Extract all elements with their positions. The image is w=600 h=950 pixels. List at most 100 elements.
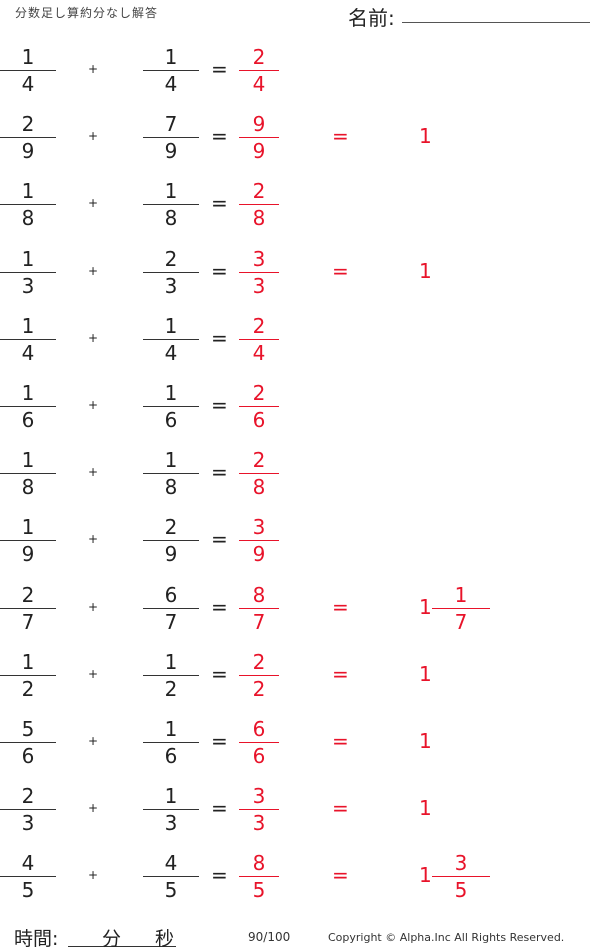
fraction-bar [0,540,56,542]
denominator: 8 [252,206,266,231]
denominator: 7 [252,609,266,634]
denominator: 9 [21,139,35,164]
numerator: 1 [21,45,35,69]
numerator: 6 [164,582,178,607]
whole-number: 1 [419,863,432,888]
problem-row: 2 3+ 1 3= 3 3= 1 [0,785,600,876]
numerator: 1 [454,582,468,607]
problem-row: 1 4+ 1 4= 2 4 [0,46,600,137]
problem-row: 1 3+ 2 3= 3 3= 1 [0,248,600,339]
denominator: 4 [164,72,178,96]
numerator: 3 [454,851,468,876]
numerator: 2 [21,112,35,137]
fraction-bar [239,271,279,273]
fraction-bar [0,204,56,206]
fraction-bar [239,338,279,340]
equals-sign-2: = [332,661,349,686]
fraction-bar [239,473,279,475]
fraction-bar [143,473,199,475]
plus-sign: + [88,330,99,345]
denominator: 6 [21,744,35,768]
numerator: 1 [21,381,35,405]
denominator: 3 [164,273,178,298]
plus-sign: + [88,666,99,681]
denominator: 9 [164,542,178,567]
fraction-bar [239,540,279,542]
equals-sign: = [211,124,228,149]
fraction-bar [239,406,279,407]
equals-sign: = [211,460,228,485]
fraction-bar [239,742,279,743]
denominator: 5 [21,878,35,903]
numerator: 7 [164,112,178,137]
problem-row: 1 6+ 1 6= 2 6 [0,382,600,473]
plus-sign: + [88,263,99,278]
numerator: 1 [164,784,178,809]
fraction-bar [0,742,56,743]
numerator: 2 [252,381,266,405]
numerator: 2 [252,313,266,338]
numerator: 1 [164,717,178,741]
equals-sign-2: = [332,729,349,753]
name-field[interactable] [402,22,590,23]
problem-row: 4 5+ 4 5= 8 5= 1 3 5 [0,852,600,943]
numerator: 9 [252,112,266,137]
plus-sign: + [88,734,99,748]
numerator: 1 [21,246,35,271]
numerator: 1 [164,448,178,473]
numerator: 3 [252,784,266,809]
copyright: Copyright © Alpha.Inc All Rights Reserve… [328,931,565,944]
fraction-bar [143,70,199,71]
denominator: 4 [252,72,266,96]
fraction-bar [239,70,279,71]
denominator: 4 [252,340,266,365]
fraction-bar [0,338,56,340]
whole-number: 1 [419,258,432,283]
problem-row: 1 4+ 1 4= 2 4 [0,315,600,406]
fraction-bar [239,204,279,206]
denominator: 4 [164,340,178,365]
fraction-bar [0,473,56,475]
equals-sign-2: = [332,863,349,888]
equals-sign: = [211,527,228,552]
denominator: 5 [252,878,266,903]
problem-row: 1 2+ 1 2= 2 2= 1 [0,651,600,742]
plus-sign: + [88,196,99,211]
plus-sign: + [88,801,99,816]
denominator: 5 [454,878,468,903]
numerator: 2 [252,448,266,473]
problem-row: 1 8+ 1 8= 2 8 [0,180,600,271]
problem-row: 5 6+ 1 6= 6 6= 1 [0,718,600,809]
numerator: 2 [252,45,266,69]
plus-sign: + [88,398,99,412]
numerator: 1 [164,45,178,69]
equals-sign: = [211,57,228,81]
fraction-bar [239,607,279,609]
time-field[interactable] [68,946,176,947]
problem-row: 1 9+ 2 9= 3 9 [0,516,600,607]
fraction-bar [0,137,56,139]
score: 90/100 [248,930,291,944]
numerator: 2 [252,649,266,674]
numerator: 3 [252,515,266,540]
numerator: 8 [252,851,266,876]
numerator: 1 [21,179,35,204]
fraction-bar [143,809,199,811]
fraction-bar [143,406,199,407]
equals-sign-2: = [332,124,349,149]
fraction-bar [143,338,199,340]
numerator: 5 [21,717,35,741]
denominator: 2 [21,676,35,701]
denominator: 6 [164,408,178,432]
plus-sign: + [88,129,99,144]
numerator: 1 [164,649,178,674]
fraction-bar [143,540,199,542]
denominator: 7 [454,609,468,634]
numerator: 1 [21,313,35,338]
denominator: 4 [21,72,35,96]
fraction-bar [0,70,56,71]
name-label: 名前: [348,6,395,30]
plus-sign: + [88,465,99,480]
equals-sign: = [211,661,228,686]
